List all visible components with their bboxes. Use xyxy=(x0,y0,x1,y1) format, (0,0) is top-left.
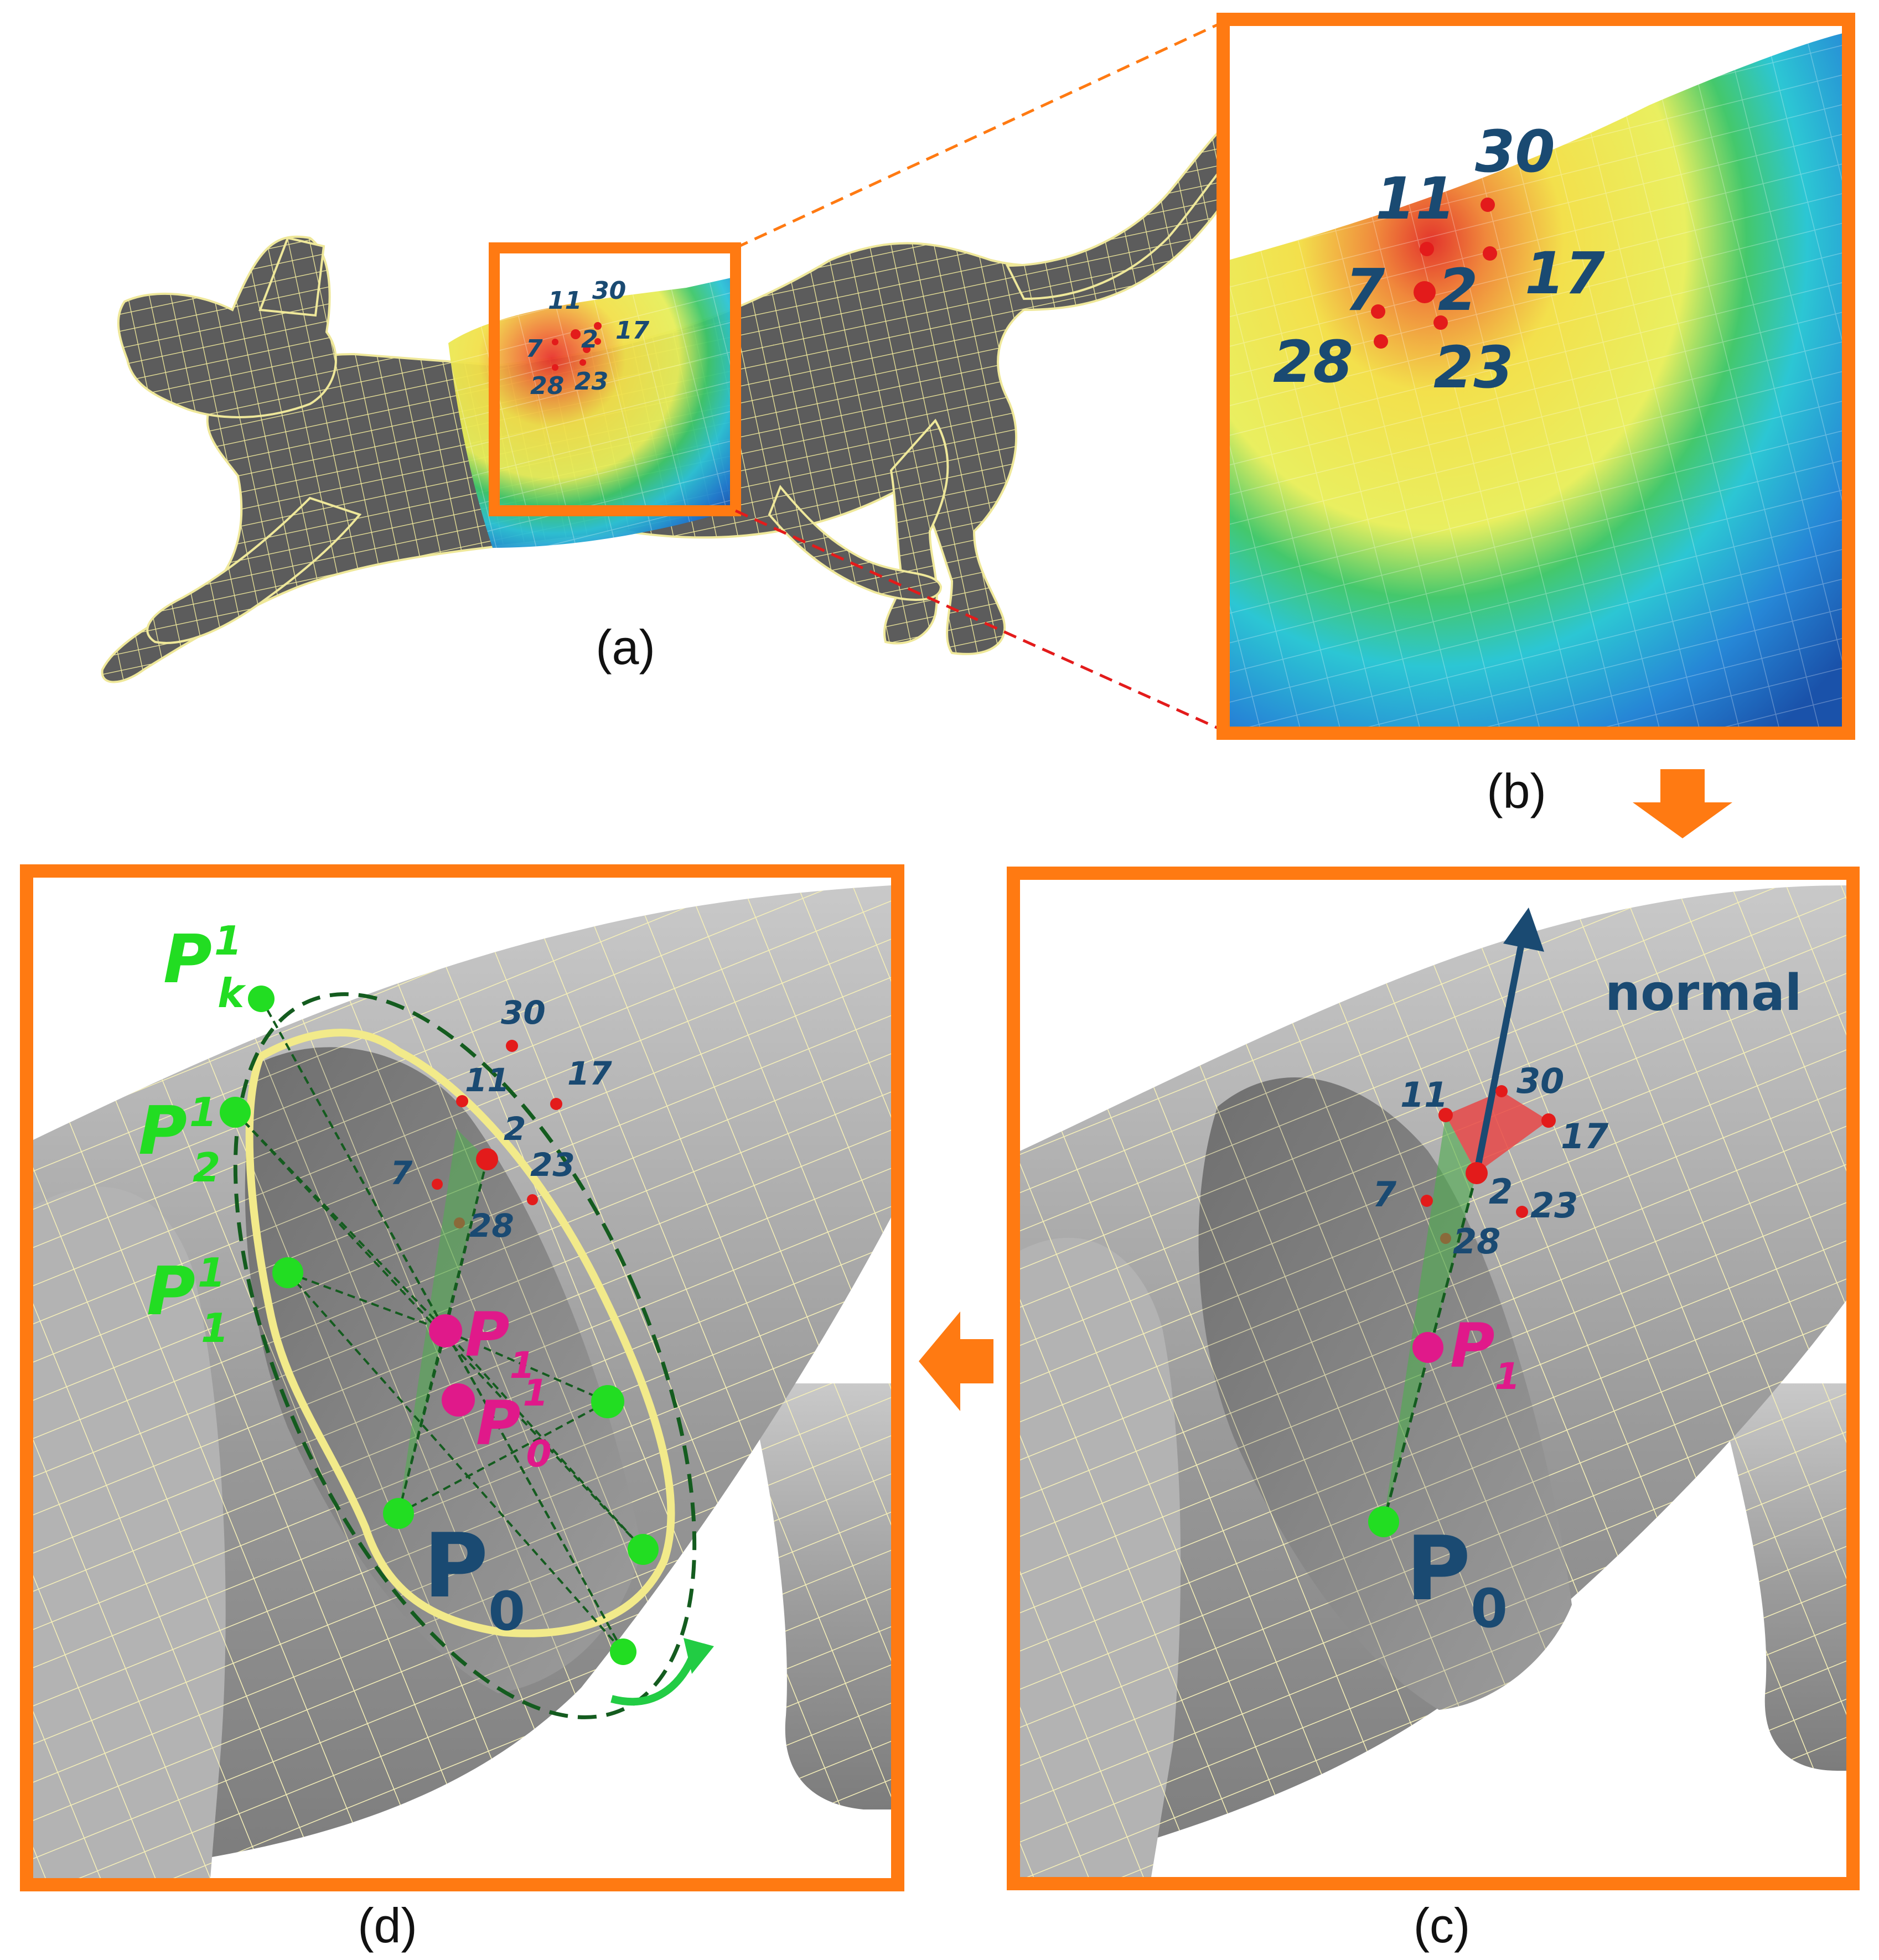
label-d-11: 11 xyxy=(465,1061,510,1099)
label-d-2: 2 xyxy=(504,1110,526,1148)
label-p0-d: P0 xyxy=(423,1514,525,1642)
label-d-7: 7 xyxy=(390,1154,413,1192)
label-a-17: 17 xyxy=(615,317,650,345)
label-b-7: 7 xyxy=(1345,256,1385,324)
flow-arrow-left xyxy=(919,1311,993,1411)
vertices-a xyxy=(552,322,602,371)
zoom-box-a xyxy=(489,242,741,516)
label-d-28: 28 xyxy=(469,1207,514,1245)
point-p0-c xyxy=(1368,1506,1399,1537)
ray-c xyxy=(1382,1173,1478,1522)
caption-b: (b) xyxy=(1487,764,1546,818)
cat-hind-leg-2 xyxy=(768,485,943,601)
cat-ear xyxy=(258,236,325,317)
point-p1-c xyxy=(1412,1332,1443,1363)
label-p1-d: P1 xyxy=(465,1299,535,1387)
label-c-2: 2 xyxy=(1489,1171,1513,1212)
label-b-28: 28 xyxy=(1273,328,1353,396)
frame-c xyxy=(1007,867,1860,1890)
flow-arrow-down xyxy=(1633,769,1732,838)
frame-b xyxy=(1217,13,1855,740)
normal-arrowhead xyxy=(1503,908,1544,952)
label-d-30: 30 xyxy=(501,994,546,1031)
point-p1-d xyxy=(429,1314,462,1347)
frame-d xyxy=(20,864,904,1891)
label-d-17: 17 xyxy=(567,1055,612,1092)
label-p0-c: P0 xyxy=(1406,1517,1508,1640)
rotation-arrow xyxy=(610,1650,698,1706)
zoom-connector-bottom xyxy=(734,509,1224,732)
vertices-d xyxy=(432,1040,562,1205)
caption-c: (c) xyxy=(1414,1898,1471,1953)
caption-d: (d) xyxy=(358,1898,417,1953)
label-a-2: 2 xyxy=(581,325,598,354)
label-b-23: 23 xyxy=(1433,334,1514,401)
face-red-triangle xyxy=(1446,1091,1549,1173)
label-a-23: 23 xyxy=(574,367,608,396)
label-c-28: 28 xyxy=(1453,1221,1500,1262)
contour-yellow xyxy=(245,1029,675,1637)
label-a-30: 30 xyxy=(592,277,626,305)
sampling-ellipse xyxy=(233,992,697,1719)
label-b-17: 17 xyxy=(1525,240,1605,307)
normal-arrow xyxy=(1473,940,1525,1174)
label-c-23: 23 xyxy=(1530,1185,1578,1226)
label-c-7: 7 xyxy=(1373,1174,1397,1215)
label-b-2: 2 xyxy=(1438,256,1478,324)
vertices-b xyxy=(1371,198,1497,349)
panel-a-cat-mesh: 11 30 17 7 2 28 23 (a) xyxy=(101,106,1252,683)
wedge-green-c xyxy=(1384,1115,1477,1522)
label-a-28: 28 xyxy=(530,372,564,400)
panel-b-zoom: 30 11 7 2 17 28 23 (b) xyxy=(1217,13,1855,818)
zoom-connector-top xyxy=(734,20,1224,250)
label-d-23: 23 xyxy=(530,1146,575,1184)
normal-label: normal xyxy=(1605,964,1802,1022)
label-b-30: 30 xyxy=(1475,118,1555,185)
point-p01-d xyxy=(442,1383,475,1417)
label-b-11: 11 xyxy=(1375,165,1456,232)
label-a-7: 7 xyxy=(526,335,543,363)
label-c-11: 11 xyxy=(1400,1075,1448,1115)
vertices-c xyxy=(1421,1085,1556,1218)
caption-a: (a) xyxy=(596,620,655,675)
label-c-30: 30 xyxy=(1516,1061,1564,1101)
panel-c: normal 11 30 17 7 2 23 28 P1 P0 (c) xyxy=(1007,867,1860,1953)
label-c-17: 17 xyxy=(1561,1116,1609,1157)
cat-front-leg xyxy=(146,496,362,644)
label-a-11: 11 xyxy=(548,287,582,315)
sample-points xyxy=(220,986,659,1665)
label-p1-c: P1 xyxy=(1450,1310,1520,1398)
